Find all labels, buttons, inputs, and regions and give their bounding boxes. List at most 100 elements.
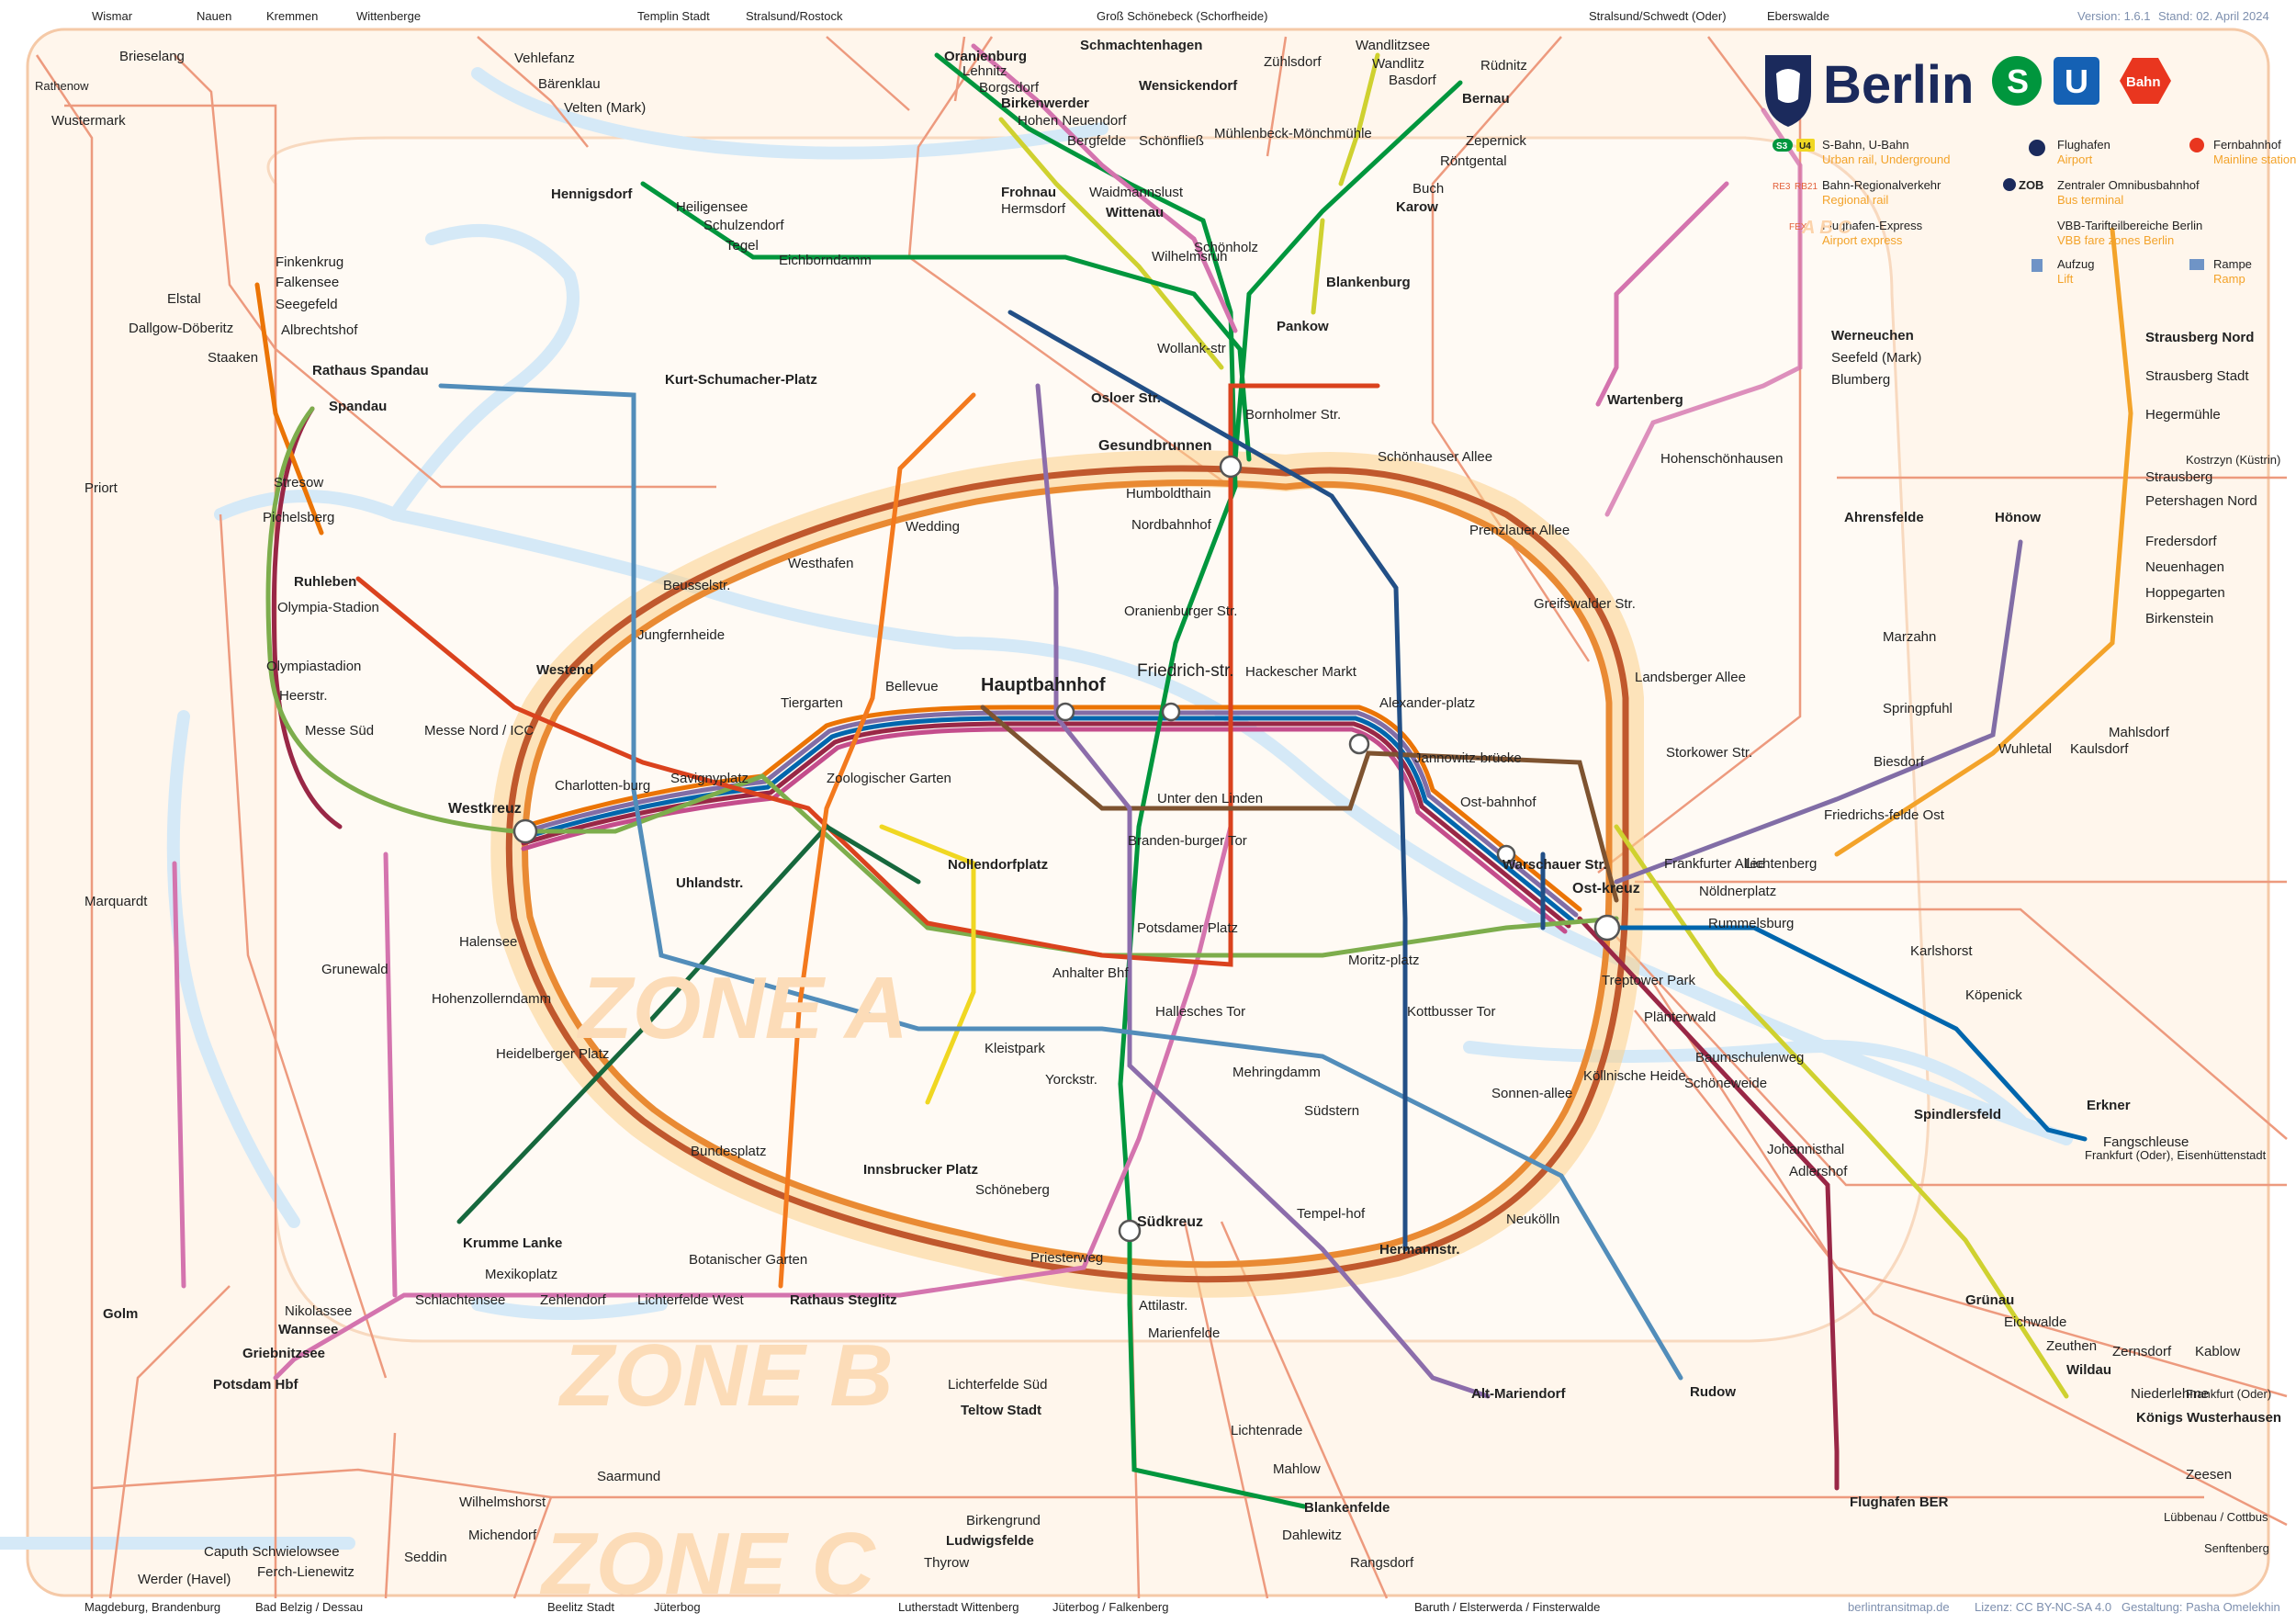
station-ostkreuz: Ost-kreuz bbox=[1572, 881, 1640, 897]
destination-labels: Wismar Nauen Kremmen Wittenberge Templin… bbox=[35, 9, 2280, 1614]
dest-frankfurt-oder-2: Frankfurt (Oder) bbox=[2186, 1387, 2271, 1401]
footer-credits: berlintransitmap.de Lizenz: CC BY-NC-SA … bbox=[1848, 1600, 2280, 1614]
station-plaenterwald: Plänterwald bbox=[1644, 1009, 1716, 1025]
dest-kremmen: Kremmen bbox=[266, 9, 318, 23]
station-fangschleuse: Fangschleuse bbox=[2103, 1134, 2189, 1150]
station-friedrichstr: Friedrich-str. bbox=[1137, 661, 1234, 681]
station-muehlenbeck: Mühlenbeck-Mönchmühle bbox=[1214, 126, 1372, 141]
legend-airport-label: Flughafen bbox=[2057, 138, 2110, 152]
legend-lift-label: Aufzug bbox=[2057, 257, 2094, 271]
station-pankow: Pankow bbox=[1277, 319, 1329, 334]
station-strausberg: Strausberg bbox=[2145, 469, 2212, 485]
station-nordbahnhof: Nordbahnhof bbox=[1131, 517, 1212, 533]
station-wilhelmsruh: Wilhelmsruh bbox=[1152, 249, 1228, 265]
interchange-hbf bbox=[1055, 702, 1075, 722]
station-wustermark: Wustermark bbox=[51, 113, 126, 129]
station-spandau: Spandau bbox=[329, 399, 387, 414]
station-innsbrucker: Innsbrucker Platz bbox=[863, 1162, 978, 1178]
dest-jueterbog-falkenberg: Jüterbog / Falkenberg bbox=[1052, 1600, 1168, 1614]
station-wannsee: Wannsee bbox=[278, 1322, 338, 1337]
station-zehlendorf: Zehlendorf bbox=[540, 1292, 607, 1308]
dest-kostrzyn: Kostrzyn (Küstrin) bbox=[2186, 453, 2280, 467]
station-beusselstr: Beusselstr. bbox=[663, 578, 730, 593]
station-storkower: Storkower Str. bbox=[1666, 745, 1752, 761]
station-werder: Werder (Havel) bbox=[138, 1572, 231, 1587]
station-alexanderplatz: Alexander-platz bbox=[1379, 695, 1475, 711]
station-lichterfelde-sued: Lichterfelde Süd bbox=[948, 1377, 1047, 1393]
station-olympiastadion: Olympiastadion bbox=[266, 659, 361, 674]
station-oranienburger: Oranienburger Str. bbox=[1124, 603, 1237, 619]
svg-text:U: U bbox=[2065, 62, 2088, 100]
interchange-friedrichstr bbox=[1161, 702, 1181, 722]
legend-airport-sub: Airport bbox=[2057, 152, 2093, 166]
u-bahn-lines bbox=[265, 310, 1683, 1399]
station-wensickendorf: Wensickendorf bbox=[1139, 78, 1238, 94]
station-osloer: Osloer Str. bbox=[1091, 390, 1161, 406]
station-teltow-stadt: Teltow Stadt bbox=[961, 1403, 1041, 1418]
station-jungfernheide: Jungfernheide bbox=[637, 627, 725, 643]
station-ludwigsfelde: Ludwigsfelde bbox=[946, 1533, 1034, 1549]
legend-regional-label: Bahn-Regionalverkehr bbox=[1822, 178, 1941, 192]
station-potsdam-hbf: Potsdam Hbf bbox=[213, 1377, 299, 1393]
legend-fex-badge: FEX bbox=[1789, 222, 1807, 232]
station-friedrichsfelde-ost: Friedrichs-felde Ost bbox=[1824, 807, 1945, 823]
station-alt-mariendorf: Alt-Mariendorf bbox=[1471, 1386, 1567, 1402]
station-oranienburg: Oranienburg bbox=[944, 49, 1027, 64]
station-griebnitzsee: Griebnitzsee bbox=[242, 1346, 325, 1361]
station-finkenkrug: Finkenkrug bbox=[276, 254, 343, 270]
water-bodies bbox=[0, 67, 2073, 1550]
legend-fernbahnhof-sub: Mainline station bbox=[2213, 152, 2296, 166]
station-ostbahnhof: Ost-bahnhof bbox=[1460, 795, 1536, 810]
station-kleistpark: Kleistpark bbox=[985, 1041, 1045, 1056]
station-mahlsdorf: Mahlsdorf bbox=[2109, 725, 2170, 740]
station-kablow: Kablow bbox=[2195, 1344, 2240, 1359]
station-elstal: Elstal bbox=[167, 291, 201, 307]
station-lichterfelde-west: Lichterfelde West bbox=[637, 1292, 744, 1308]
dest-bad-belzig: Bad Belzig / Dessau bbox=[255, 1600, 363, 1614]
station-olympia-stadion: Olympia-Stadion bbox=[277, 600, 379, 615]
station-erkner: Erkner bbox=[2087, 1098, 2131, 1113]
station-brandenburger: Branden-burger Tor bbox=[1128, 833, 1247, 849]
station-biesdorf: Biesdorf bbox=[1874, 754, 1925, 770]
station-dahlewitz: Dahlewitz bbox=[1282, 1528, 1342, 1543]
station-unter-den-linden: Unter den Linden bbox=[1157, 791, 1263, 806]
dest-eberswalde: Eberswalde bbox=[1767, 9, 1829, 23]
station-werneuchen: Werneuchen bbox=[1831, 328, 1914, 344]
interchange-westkreuz bbox=[512, 818, 538, 844]
legend-zones-sub: VBB fare zones Berlin bbox=[2057, 233, 2174, 247]
station-johannisthal: Johannisthal bbox=[1767, 1142, 1844, 1157]
station-messe-nord: Messe Nord / ICC bbox=[424, 723, 534, 739]
dest-nauen: Nauen bbox=[197, 9, 231, 23]
station-zuehlsdorf: Zühlsdorf bbox=[1264, 54, 1322, 70]
legend-ramp-sub: Ramp bbox=[2213, 272, 2245, 286]
zone-b-label: ZONE B bbox=[557, 1326, 894, 1425]
interchange-gesundbrunnen bbox=[1219, 455, 1243, 479]
station-dallgow: Dallgow-Döberitz bbox=[129, 321, 233, 336]
legend-u4-badge bbox=[1796, 139, 1815, 152]
station-ruhleben: Ruhleben bbox=[294, 574, 356, 590]
station-hermannstr: Hermannstr. bbox=[1379, 1242, 1460, 1257]
station-rudow: Rudow bbox=[1690, 1384, 1736, 1400]
station-schoeneweide: Schöneweide bbox=[1684, 1076, 1767, 1091]
dest-magdeburg: Magdeburg, Brandenburg bbox=[84, 1600, 220, 1614]
station-hegermuehle: Hegermühle bbox=[2145, 407, 2221, 423]
station-treptower: Treptower Park bbox=[1602, 973, 1695, 988]
station-grunewald: Grunewald bbox=[321, 962, 388, 977]
zone-b-area bbox=[266, 136, 1930, 1343]
station-zeesen: Zeesen bbox=[2186, 1467, 2232, 1483]
station-wandlitz: Wandlitz bbox=[1372, 56, 1424, 72]
station-brieselang: Brieselang bbox=[119, 49, 185, 64]
dest-rathenow: Rathenow bbox=[35, 79, 89, 93]
station-zepernick: Zepernick bbox=[1466, 133, 1526, 149]
station-wilhelmshorst: Wilhelmshorst bbox=[459, 1494, 546, 1510]
station-michendorf: Michendorf bbox=[468, 1528, 537, 1543]
station-rathaus-steglitz: Rathaus Steglitz bbox=[790, 1292, 897, 1308]
station-nollendorfplatz: Nollendorfplatz bbox=[948, 857, 1048, 873]
station-rathaus-spandau: Rathaus Spandau bbox=[312, 363, 429, 378]
station-frohnau: Frohnau bbox=[1001, 185, 1056, 200]
station-hohenschoenhausen: Hohenschönhausen bbox=[1660, 451, 1783, 467]
station-hoppegarten: Hoppegarten bbox=[2145, 585, 2225, 601]
station-koenigs-wusterhausen: Königs Wusterhausen bbox=[2136, 1410, 2281, 1426]
svg-text:Bahn: Bahn bbox=[2126, 74, 2161, 90]
footer-site: berlintransitmap.de bbox=[1848, 1600, 1950, 1614]
